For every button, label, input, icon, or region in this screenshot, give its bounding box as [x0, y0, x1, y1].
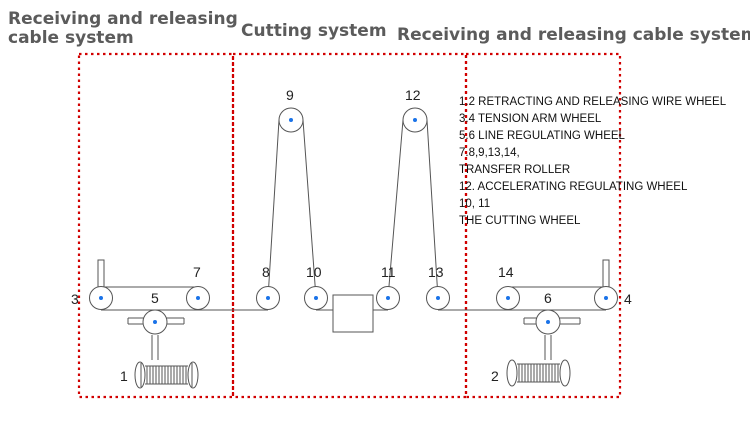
label-1: 1 — [120, 368, 128, 384]
link-5-1 — [151, 335, 159, 360]
legend: 1.2 RETRACTING AND RELEASING WIRE WHEEL … — [459, 94, 726, 230]
hub-10 — [314, 296, 318, 300]
label-9: 9 — [286, 87, 294, 103]
label-13: 13 — [428, 264, 444, 280]
heading-middle: Cutting system — [241, 21, 387, 41]
hub-12 — [413, 118, 417, 122]
legend-line: 1.2 RETRACTING AND RELEASING WIRE WHEEL — [459, 96, 727, 108]
legend-line: TRANSFER ROLLER — [459, 164, 571, 176]
hub-3 — [99, 296, 103, 300]
right-section-border — [464, 52, 622, 399]
middle-section-border — [231, 52, 468, 399]
legend-line: 7.8,9,13,14, — [459, 147, 520, 159]
loop-12 — [387, 119, 439, 299]
belt-14-4 — [508, 286, 606, 311]
left-section-border — [77, 52, 235, 399]
label-8: 8 — [262, 264, 270, 280]
label-3: 3 — [71, 291, 79, 307]
label-6: 6 — [544, 290, 552, 306]
label-11: 11 — [381, 264, 396, 280]
hub-8 — [266, 296, 270, 300]
spool-1 — [134, 361, 199, 389]
hub-13 — [436, 296, 440, 300]
hub-9 — [289, 118, 293, 122]
loop-9 — [267, 119, 317, 299]
legend-line: 3.4 TENSION ARM WHEEL — [459, 113, 602, 125]
label-4: 4 — [624, 291, 632, 307]
label-7: 7 — [193, 264, 201, 280]
spool-2 — [506, 359, 571, 387]
hub-14 — [506, 296, 510, 300]
label-2: 2 — [491, 368, 499, 384]
hub-7 — [196, 296, 200, 300]
hub-4 — [604, 296, 608, 300]
heading-left: Receiving and releasing cable system — [8, 10, 238, 48]
cutting-block — [332, 294, 374, 333]
legend-line: 10, 11 — [459, 198, 491, 210]
legend-line: 5.6 LINE REGULATING WHEEL — [459, 130, 625, 142]
link-6-2 — [544, 335, 552, 360]
label-5: 5 — [151, 290, 159, 306]
legend-line: THE CUTTING WHEEL — [459, 215, 581, 227]
belt-3-7 — [101, 286, 198, 311]
legend-line: 12. ACCELERATING REGULATING WHEEL — [459, 181, 688, 193]
hub-5 — [153, 320, 157, 324]
label-14: 14 — [498, 264, 514, 280]
label-12: 12 — [405, 87, 421, 103]
heading-left-line1: Receiving and releasing — [8, 9, 238, 29]
heading-left-line2: cable system — [8, 28, 134, 48]
label-10: 10 — [306, 264, 322, 280]
hub-11 — [386, 296, 390, 300]
hub-6 — [546, 320, 550, 324]
heading-right: Receiving and releasing cable system — [397, 25, 750, 45]
